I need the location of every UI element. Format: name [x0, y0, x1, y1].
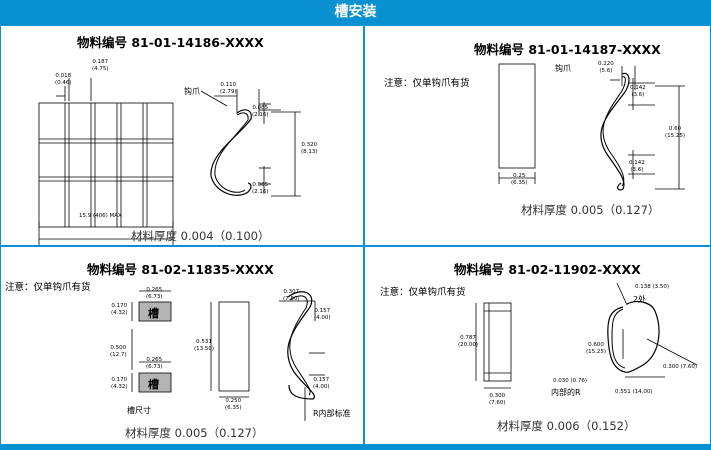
- dim-0.157-bottom: 0.157 (4.00): [313, 377, 330, 390]
- panel-81-01-14187: 物料编号 81-01-14187-XXXX 注意：仅单钩爪有货 钩爪 0.220…: [364, 25, 711, 246]
- note-single-hook: 注意：仅单钩爪有货: [384, 78, 470, 89]
- panel-81-01-14186: 物料编号 81-01-14186-XXXX 0.018 (0.46) 0.187…: [0, 25, 364, 246]
- dim-0.142-bottom: 0.142 (3.6): [629, 160, 645, 173]
- dim-0.085-top: 0.085 (2.16): [252, 105, 269, 118]
- material-thickness: 材料厚度 0.006（0.152）: [497, 419, 636, 433]
- part-number: 物料编号 81-01-14187-XXXX: [474, 42, 661, 57]
- dim-0.307: 0.307 (7.80): [283, 289, 300, 302]
- hook-label: 钩爪: [184, 87, 200, 96]
- dim-0.600: 0.600 (15.25): [586, 342, 607, 355]
- dim-0.142-top: 0.142 (3.6): [630, 85, 646, 98]
- dim-0.787: 0.787 (20.00): [458, 335, 479, 348]
- material-thickness: 材料厚度 0.004（0.100）: [131, 229, 270, 243]
- dim-0.300-r: 0.300 (7.60): [663, 364, 698, 370]
- material-thickness: 材料厚度 0.005（0.127）: [521, 203, 660, 217]
- slot-label-top: 槽: [148, 307, 159, 320]
- dim-0.300-width: 0.300 (7.60): [489, 393, 506, 406]
- note-single-hook: 注意：仅单钩爪有货: [5, 282, 91, 293]
- dim-0.265-top: 0.265 (6.73): [146, 287, 163, 300]
- page-header: 槽安装: [0, 0, 711, 25]
- hook-label: 钩爪: [555, 64, 571, 73]
- dim-0.500: 0.500 (12.7): [110, 345, 127, 358]
- part-number: 物料编号 81-02-11835-XXXX: [87, 262, 274, 277]
- dim-max-width: 15.9 (406) MAX: [79, 213, 122, 219]
- panel-81-02-11902: 物料编号 81-02-11902-XXXX 注意：仅单钩爪有货 0.138 (3…: [364, 246, 711, 445]
- dim-0.110: 0.110 (2.79): [220, 82, 237, 95]
- r-inner-label: 内部的R: [551, 388, 581, 397]
- dim-0.265-bottom: 0.265 (6.73): [146, 357, 163, 370]
- page-footer: [0, 445, 711, 450]
- dim-0.085-bottom: 0.085 (2.16): [252, 182, 269, 195]
- dim-0.250: 0.250 (6.35): [225, 398, 242, 411]
- clip-drawing-4: [475, 282, 698, 389]
- dim-0.551: 0.551 (14.00): [615, 389, 653, 395]
- part-number: 物料编号 81-02-11902-XXXX: [454, 262, 641, 277]
- r-inner-label: R内部标准: [313, 409, 351, 418]
- dim-0.187: 0.187 (4.75): [92, 59, 109, 72]
- dim-0.157-top: 0.157 (4.00): [314, 308, 331, 321]
- dim-0.030: 0.030 (0.76): [553, 378, 588, 384]
- clip-drawing-3: [131, 290, 325, 421]
- dim-0.220: 0.220 (5.6): [598, 61, 614, 74]
- dim-0.170-top: 0.170 (4.32): [111, 303, 128, 316]
- part-number: 物料编号 81-01-14186-XXXX: [77, 35, 264, 50]
- clip-drawing-1: [38, 78, 301, 245]
- places-label: 2处: [633, 295, 647, 304]
- dim-0.60: 0.60 (15.25): [665, 126, 686, 139]
- dim-0.138: 0.138 (3.50): [635, 284, 670, 290]
- material-thickness: 材料厚度 0.005（0.127）: [125, 426, 264, 440]
- slot-label-bottom: 槽: [148, 378, 159, 391]
- clip-drawing-2: [498, 63, 685, 191]
- slot-size-label: 槽尺寸: [127, 406, 151, 415]
- note-single-hook: 注意：仅单钩爪有货: [380, 287, 466, 298]
- dim-0.531: 0.531 (13.50): [194, 339, 215, 352]
- dim-0.018: 0.018 (0.46): [55, 73, 72, 86]
- dim-0.25: 0.25 (6.35): [511, 173, 528, 186]
- dim-0.320: 0.320 (8.13): [301, 142, 318, 155]
- panel-81-02-11835: 物料编号 81-02-11835-XXXX 注意：仅单钩爪有货 0.170 (4…: [0, 246, 364, 445]
- dim-0.170-bottom: 0.170 (4.32): [111, 377, 128, 390]
